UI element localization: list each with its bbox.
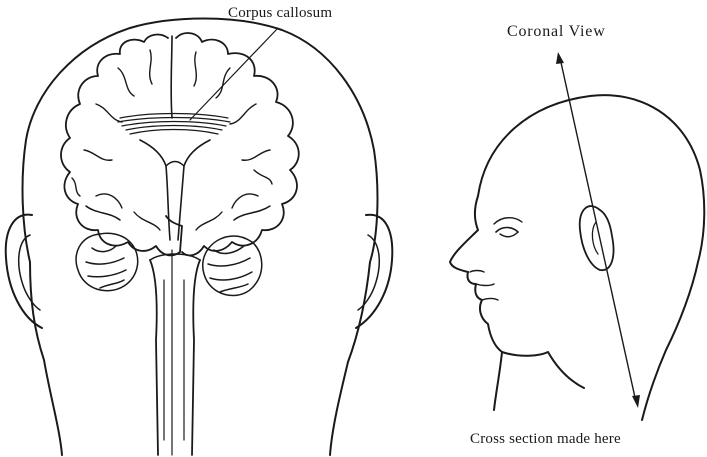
coronal-head-drawing — [6, 19, 393, 456]
profile-ear — [580, 206, 614, 270]
brain-right-hemisphere — [176, 33, 299, 255]
eye — [496, 228, 518, 233]
brainstem — [150, 260, 200, 455]
lateral-ventricles — [140, 140, 210, 240]
brain-left-hemisphere — [61, 35, 182, 256]
coronal-view-label: Coronal View — [507, 23, 606, 41]
cerebellum-right — [203, 236, 262, 296]
profile-head-drawing — [450, 52, 704, 420]
face-profile — [450, 196, 584, 388]
section-arrowhead-top — [556, 52, 564, 64]
cross-section-label: Cross section made here — [470, 431, 621, 448]
head-outline — [23, 19, 378, 456]
section-line — [560, 58, 636, 402]
corpus-callosum — [118, 114, 230, 135]
corpus-callosum-label: Corpus callosum — [228, 5, 332, 22]
profile-head-outline — [478, 95, 704, 420]
section-arrowhead-bottom — [632, 395, 640, 408]
